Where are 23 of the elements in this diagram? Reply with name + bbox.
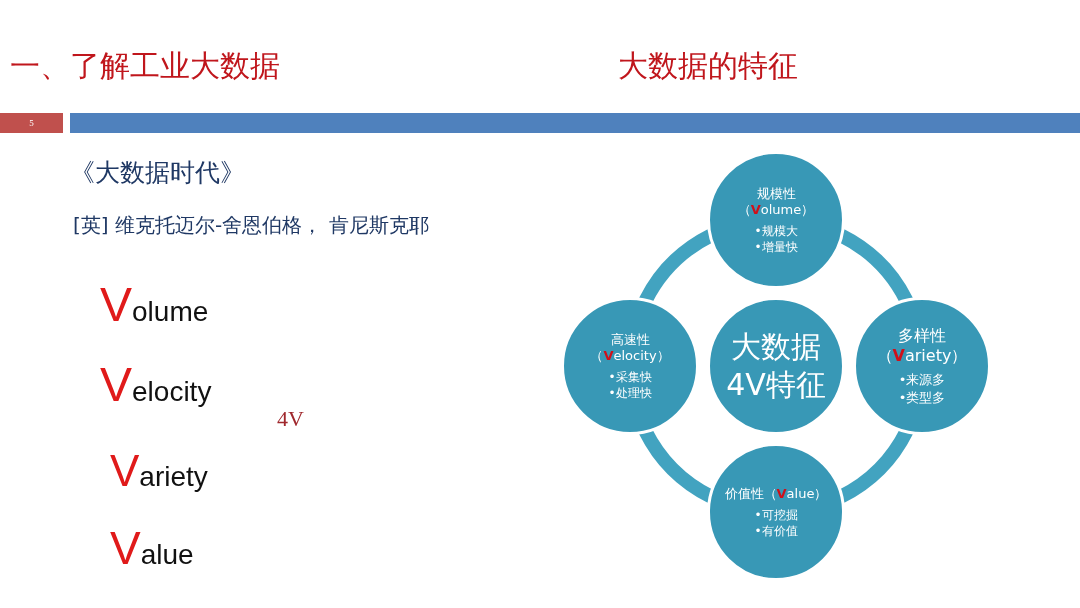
bullet-item: •处理快 [608, 384, 652, 401]
summary-label: 4V [277, 406, 304, 432]
circle-heading: 高速性（Velocity） [590, 331, 670, 364]
feature-term: Volume [100, 281, 209, 329]
slide-title: 一、了解工业大数据 [10, 47, 280, 85]
book-title: 《大数据时代》 [70, 157, 245, 189]
feature-term: Value [110, 525, 194, 571]
slide-number-tab: 5 [0, 113, 63, 133]
center-label: 大数据4V特征 [726, 328, 826, 404]
bullet-item: •可挖掘 [754, 506, 798, 523]
circle-heading: 价值性（Value） [724, 485, 828, 502]
bullet-item: •规模大 [754, 222, 798, 239]
section-heading: 大数据的特征 [618, 47, 798, 85]
bullet-item: •有价值 [754, 522, 798, 539]
feature-term: Variety [110, 449, 208, 493]
bullet-item: •类型多 [898, 388, 946, 407]
circle-heading: 规模性（Volume） [737, 185, 815, 218]
bullet-item: •来源多 [898, 370, 946, 389]
feature-term: Velocity [100, 361, 212, 409]
bullet-item: •采集快 [608, 368, 652, 385]
author-line: [英] 维克托迈尔-舍恩伯格， 肯尼斯克耶 [73, 212, 429, 239]
circle-heading: 多样性（Variety） [876, 325, 968, 366]
bullet-item: •增量快 [754, 238, 798, 255]
